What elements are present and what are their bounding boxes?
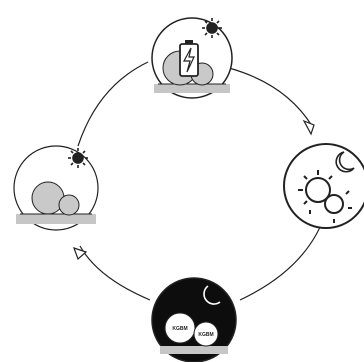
stage-night-glow: KGBM KGBM xyxy=(152,278,236,362)
ground-strip xyxy=(16,214,96,224)
sun-icon xyxy=(202,18,222,38)
sphere-label-left: KGBM xyxy=(172,326,187,332)
arrow-head-top-right xyxy=(304,121,314,134)
stage-day-charging xyxy=(152,18,232,98)
sphere-small xyxy=(59,195,79,215)
ground-strip xyxy=(154,84,230,93)
arrow-head-bottom-left xyxy=(74,248,86,259)
sphere-label-right: KGBM xyxy=(198,332,213,338)
battery-charging-icon xyxy=(180,40,198,76)
connector-left-top xyxy=(78,62,148,146)
sphere-large xyxy=(32,182,64,214)
sun-icon xyxy=(68,148,88,168)
connector-top-right xyxy=(229,68,312,126)
ground-strip-night xyxy=(160,346,228,354)
stage-day-sunlight xyxy=(14,146,98,230)
stage-evening-transition xyxy=(284,144,364,228)
connector-bottom-left xyxy=(80,246,150,300)
